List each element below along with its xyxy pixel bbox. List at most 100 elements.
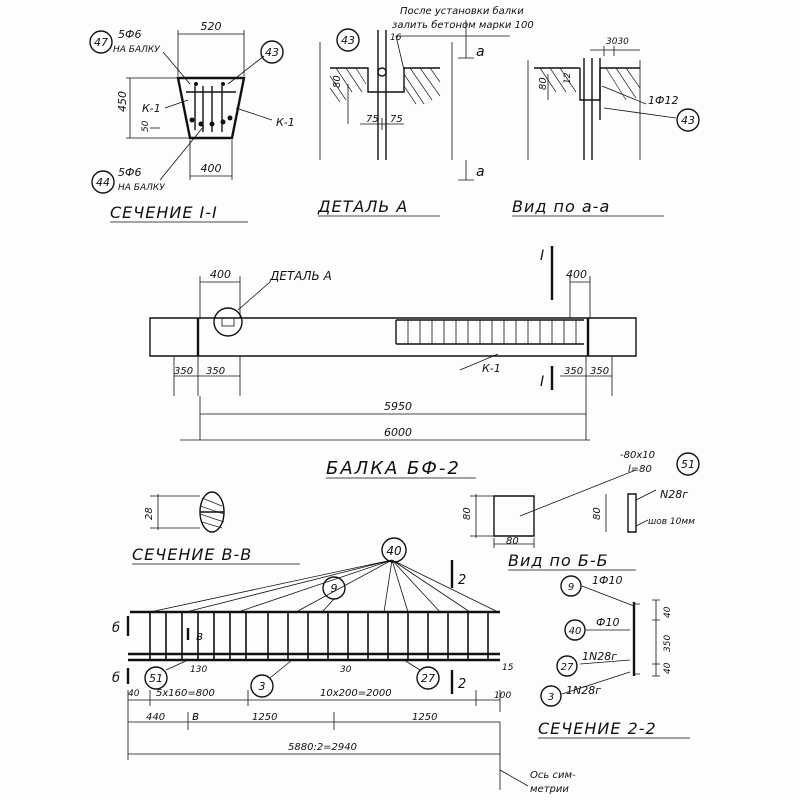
section-2-2-pos-27-label: 27 — [561, 662, 574, 673]
section-2-2-pos-40 — [564, 619, 586, 641]
view-a-a-rebar: 1Ф12 — [648, 94, 678, 107]
beam-dim-right-top: 400 — [566, 268, 587, 281]
section-1-1-pos-44 — [91, 170, 115, 194]
view-a-a-dim-top: 3030 — [606, 37, 629, 47]
section-b-b: 28 СЕЧЕНИЕ В-В — [132, 491, 300, 565]
view-b-b-dim-h: 80 — [462, 507, 473, 520]
beam-detail-a-circle — [213, 307, 243, 337]
section-2-2-label-9: 1Ф10 — [592, 574, 622, 587]
cage-pos-3 — [250, 674, 274, 698]
cage-dim-1250-b: 1250 — [412, 712, 437, 723]
section-2-2-pos-3-label: 3 — [548, 692, 554, 703]
detail-a-note-2: залить бетоном марки 100 — [392, 19, 534, 31]
cage-dim-total: 5880:2=2940 — [288, 742, 357, 753]
rebar-top-label: 5Ф6 — [118, 28, 141, 41]
view-b-b-plate-l: l=80 — [628, 464, 652, 475]
cage-dim-40-left: 40 — [128, 689, 140, 699]
section-2-2-dim-10: 40 — [663, 662, 673, 674]
cage-axis-note-2: метрии — [530, 784, 569, 795]
cage-pos-27 — [416, 666, 440, 690]
view-a-a-title: Вид по а-а — [512, 197, 610, 216]
cage-dim-15: 15 — [502, 663, 514, 673]
section-2-2-dim-350: 350 — [663, 635, 673, 652]
section-1-1-title: СЕЧЕНИЕ I-I — [110, 203, 218, 222]
section-2-2-label-27: 1N28г — [582, 650, 617, 663]
view-a-a-pos-43 — [676, 108, 700, 132]
detail-a-pos-label: 43 — [341, 34, 355, 47]
width-bottom-dim: 400 — [201, 162, 222, 175]
section-2-2-pos-3 — [540, 685, 562, 707]
section-2-2-dim-40: 40 — [663, 606, 673, 618]
cage-dim-100: 100 — [494, 691, 511, 701]
detail-a-cut-bottom: а — [476, 164, 485, 180]
view-b-b-dim-w: 80 — [506, 536, 519, 547]
cage-dim-30: 30 — [340, 665, 352, 675]
beam-cut-mark-bottom: I — [540, 374, 544, 390]
beam-cut-mark-top: I — [540, 248, 544, 264]
cage-pos-51-label: 51 — [149, 672, 163, 685]
rebar-bottom-note: НА БАЛКУ — [118, 183, 165, 193]
beam-title: БАЛКА БФ-2 — [326, 458, 461, 479]
pos-43-label: 43 — [265, 46, 279, 59]
section-b-b-dim: 28 — [144, 507, 155, 520]
cage-mark-b-top: б — [112, 621, 120, 636]
cage-right-label: К-1 — [276, 116, 295, 129]
cage-left-label: К-1 — [142, 102, 161, 115]
detail-a-dim-top: 16 — [390, 33, 402, 43]
beam-support-left-b: 350 — [206, 366, 225, 377]
view-b-b-weld: шов 10мм — [648, 517, 695, 527]
cage-mark-v-bottom: в — [192, 709, 199, 723]
cage-cut-2-bottom: 2 — [458, 677, 466, 692]
view-a-a-pos-label: 43 — [681, 114, 695, 127]
detail-a-pos-43 — [336, 28, 360, 52]
rebar-bottom-label: 5Ф6 — [118, 166, 141, 179]
view-b-b-channel: N28г — [660, 488, 688, 501]
view-a-a-dim-height: 80 — [538, 77, 549, 90]
section-2-2-title: СЕЧЕНИЕ 2-2 — [538, 719, 657, 738]
cage-spacing-mid: 10х200=2000 — [320, 688, 392, 699]
detail-a-outline — [330, 67, 440, 93]
cage-pos-3-label: 3 — [259, 680, 266, 693]
section-b-b-title: СЕЧЕНИЕ В-В — [132, 545, 252, 564]
section-2-2-label-3: 1N28г — [566, 684, 601, 697]
cage-dim-1250-a: 1250 — [252, 712, 277, 723]
cage-mark-b-bottom: б — [112, 671, 120, 686]
detail-a-dim-left: 75 — [366, 114, 379, 125]
beam-span-total: 6000 — [384, 426, 412, 439]
beam-cage-k1 — [395, 319, 584, 345]
detail-a-cut-top: а — [476, 44, 485, 60]
cage-bottom-bar — [128, 652, 500, 662]
section-1-1-outline — [176, 76, 246, 140]
section-2-2: 9 40 27 3 1Ф10 Ф10 1N28г 1N28г 40 350 40… — [538, 574, 690, 739]
beam-cage-label: К-1 — [482, 362, 501, 375]
cage-cut-2-top: 2 — [458, 573, 466, 588]
view-b-b: 51 80 80 -80х10 l=80 N28г шов 10мм 80 Ви… — [462, 450, 700, 571]
detail-a-rod — [377, 30, 387, 160]
cage-pos-51 — [144, 666, 168, 690]
beam-support-right-a: 350 — [564, 366, 583, 377]
pos-44-label: 44 — [96, 176, 110, 189]
detail-a-title: ДЕТАЛЬ А — [317, 197, 408, 216]
section-1-1: 47 43 44 5Ф6 НА БАЛКУ 5Ф6 НА БАЛКУ 520 4… — [89, 20, 295, 223]
beam-outline — [149, 317, 637, 357]
cage-stirrups — [149, 612, 489, 660]
section-1-1-rebar — [194, 86, 223, 132]
detail-a: 43 После установки балки залить бетоном … — [317, 5, 534, 217]
view-b-b-pos-51 — [676, 452, 700, 476]
view-b-b-plate — [493, 495, 535, 537]
cage-spacing-left: 5х160=800 — [156, 688, 215, 699]
cage-pos-40-label: 40 — [386, 544, 402, 558]
beam-detail-label: ДЕТАЛЬ А — [269, 269, 332, 283]
view-b-b-title: Вид по Б-Б — [508, 551, 609, 570]
height-dim: 450 — [116, 91, 129, 112]
cage-axis-note-1: Ось сим- — [530, 770, 576, 781]
view-a-a-dim-small: 12 — [563, 72, 573, 84]
cage-dim-440: 440 — [146, 712, 165, 723]
cage-mark-v: в — [196, 629, 203, 643]
section-1-1-pos-43 — [260, 40, 284, 64]
cage-dim-130: 130 — [190, 665, 207, 675]
cage-pos-40 — [381, 537, 407, 563]
cage-elevation: 40 9 51 3 27 б б в 2 2 130 40 30 15 100 … — [112, 537, 576, 795]
small-dim: 50 — [141, 120, 151, 132]
